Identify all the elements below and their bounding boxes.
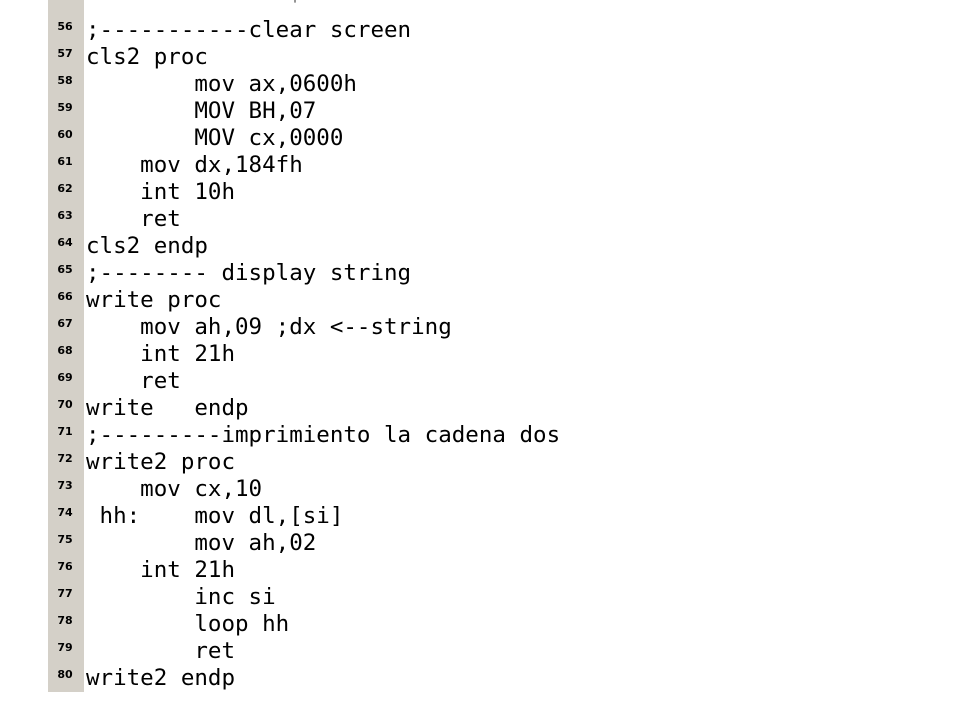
code-text[interactable]: write endp bbox=[86, 395, 249, 421]
code-line[interactable]: 63 ret bbox=[48, 206, 678, 233]
line-number: 72 bbox=[57, 452, 73, 465]
code-text[interactable]: MOV cx,0000 bbox=[86, 125, 344, 151]
code-line[interactable]: 78 loop hh bbox=[48, 611, 678, 638]
line-number: 77 bbox=[57, 587, 73, 600]
line-number: 58 bbox=[57, 74, 73, 87]
line-number: 65 bbox=[57, 263, 73, 276]
line-number: 61 bbox=[57, 155, 73, 168]
line-number: 80 bbox=[57, 668, 73, 681]
line-number: 66 bbox=[57, 290, 73, 303]
line-number: 78 bbox=[57, 614, 73, 627]
line-number: 57 bbox=[57, 47, 73, 60]
code-line[interactable]: 71 ;---------imprimiento la cadena dos bbox=[48, 422, 678, 449]
code-line[interactable]: 73 mov cx,10 bbox=[48, 476, 678, 503]
code-text[interactable]: ret bbox=[86, 206, 181, 232]
line-number: 69 bbox=[57, 371, 73, 384]
code-line[interactable]: 76 int 21h bbox=[48, 557, 678, 584]
code-text[interactable]: cls2 endp bbox=[86, 233, 208, 259]
code-text[interactable]: write proc bbox=[86, 287, 222, 313]
code-text[interactable]: inc si bbox=[86, 584, 276, 610]
code-text[interactable]: write2 proc bbox=[86, 449, 236, 475]
line-number-gutter bbox=[48, 0, 84, 692]
code-line[interactable]: 60 MOV cx,0000 bbox=[48, 125, 678, 152]
code-line[interactable]: 59 MOV BH,07 bbox=[48, 98, 678, 125]
line-number: 68 bbox=[57, 344, 73, 357]
line-number: 73 bbox=[57, 479, 73, 492]
code-text[interactable]: MOV BH,07 bbox=[86, 98, 317, 124]
code-line[interactable]: 56 ;-----------clear screen bbox=[48, 17, 678, 44]
line-number: 62 bbox=[57, 182, 73, 195]
code-text[interactable]: ;-----------clear screen bbox=[86, 17, 412, 43]
code-line[interactable]: 57 cls2 proc bbox=[48, 44, 678, 71]
code-text[interactable]: ;---------imprimiento la cadena dos bbox=[86, 422, 561, 448]
code-text[interactable]: int 21h bbox=[86, 341, 236, 367]
code-line[interactable]: 65 ;-------- display string bbox=[48, 260, 678, 287]
code-text[interactable]: ret bbox=[86, 368, 181, 394]
code-text[interactable]: write2 endp bbox=[86, 665, 236, 691]
line-number: 63 bbox=[57, 209, 73, 222]
line-number: 74 bbox=[57, 506, 73, 519]
code-text[interactable]: mov ah,02 bbox=[86, 530, 317, 556]
line-number: 67 bbox=[57, 317, 73, 330]
code-line[interactable]: 68 int 21h bbox=[48, 341, 678, 368]
line-number: 59 bbox=[57, 101, 73, 114]
code-line[interactable]: 77 inc si bbox=[48, 584, 678, 611]
code-text[interactable]: mov ax,0600h bbox=[86, 71, 357, 97]
code-line[interactable]: 67 mov ah,09 ;dx <--string bbox=[48, 314, 678, 341]
code-text[interactable]: ret bbox=[86, 638, 236, 664]
code-line[interactable]: 61 mov dx,184fh bbox=[48, 152, 678, 179]
code-text[interactable]: mov dx,184fh bbox=[86, 152, 303, 178]
code-line[interactable]: 66 write proc bbox=[48, 287, 678, 314]
code-line[interactable]: 74 hh: mov dl,[si] bbox=[48, 503, 678, 530]
line-number: 60 bbox=[57, 128, 73, 141]
code-text[interactable]: int 21h bbox=[86, 557, 236, 583]
code-line[interactable]: 79 ret bbox=[48, 638, 678, 665]
line-number: 70 bbox=[57, 398, 73, 411]
line-number: 56 bbox=[57, 20, 73, 33]
line-number: 64 bbox=[57, 236, 73, 249]
line-number: 76 bbox=[57, 560, 73, 573]
code-text[interactable]: loop hh bbox=[86, 611, 290, 637]
code-line[interactable]: 75 mov ah,02 bbox=[48, 530, 678, 557]
code-line[interactable]: 62 int 10h bbox=[48, 179, 678, 206]
line-number: 71 bbox=[57, 425, 73, 438]
code-line[interactable]: 69 ret bbox=[48, 368, 678, 395]
line-number: 75 bbox=[57, 533, 73, 546]
clipped-text-fragment: ' bbox=[292, 0, 299, 10]
code-line[interactable]: 58 mov ax,0600h bbox=[48, 71, 678, 98]
line-number: 79 bbox=[57, 641, 73, 654]
code-text[interactable]: mov cx,10 bbox=[86, 476, 263, 502]
code-text[interactable]: mov ah,09 ;dx <--string bbox=[86, 314, 452, 340]
code-line[interactable]: 80 write2 endp bbox=[48, 665, 678, 692]
code-line[interactable]: 72 write2 proc bbox=[48, 449, 678, 476]
code-line[interactable]: 70 write endp bbox=[48, 395, 678, 422]
code-text[interactable]: hh: mov dl,[si] bbox=[86, 503, 344, 529]
code-text[interactable]: ;-------- display string bbox=[86, 260, 412, 286]
code-line[interactable]: 64 cls2 endp bbox=[48, 233, 678, 260]
code-text[interactable]: cls2 proc bbox=[86, 44, 208, 70]
code-text[interactable]: int 10h bbox=[86, 179, 236, 205]
